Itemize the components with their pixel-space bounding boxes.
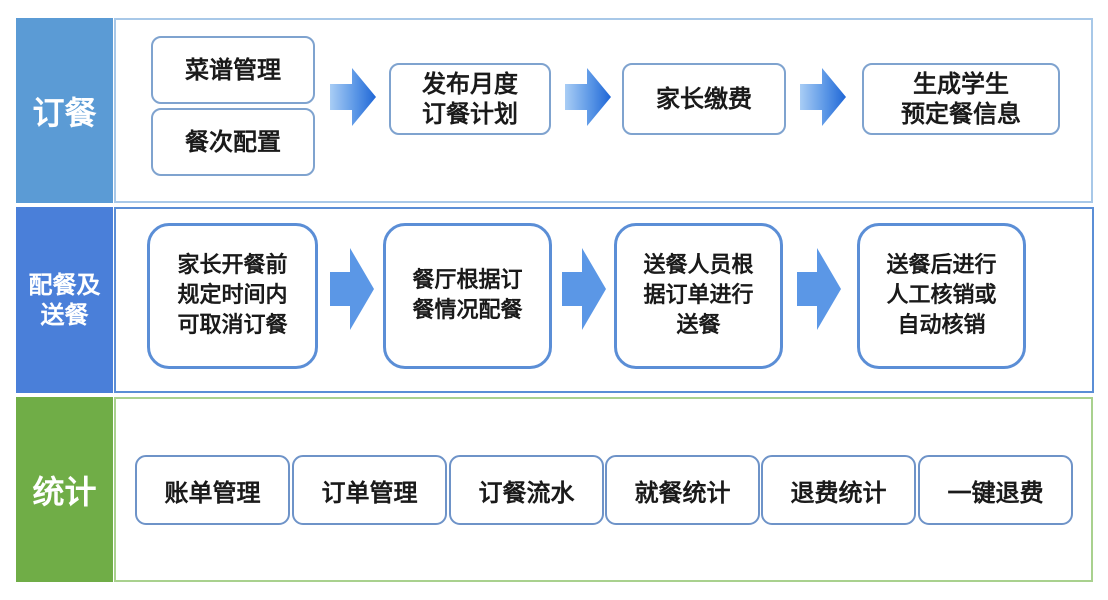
stats-item-label: 账单管理 (164, 478, 261, 507)
courier-delivery-line-2: 据订单进行 (643, 283, 754, 308)
stats-item-order-flow[interactable]: 订餐流水 (449, 455, 604, 525)
flow-arrow-icon (797, 248, 841, 330)
cancel-meal-line-3: 可取消订餐 (177, 313, 288, 338)
order-band-label: 订餐 (16, 18, 113, 203)
stats-item-label: 订单管理 (321, 478, 418, 507)
stats-item-label: 退费统计 (790, 478, 887, 507)
delivery-band-title-line-1: 配餐及 (28, 271, 101, 299)
stats-item-one-click-refund[interactable]: 一键退费 (918, 455, 1073, 525)
stats-item-bill-management[interactable]: 账单管理 (135, 455, 290, 525)
flow-arrow-icon (330, 68, 376, 126)
meal-config-label: 餐次配置 (185, 128, 281, 156)
generate-booking-line-2: 预定餐信息 (901, 100, 1021, 128)
canteen-prepare-line-2: 餐情况配餐 (412, 298, 523, 323)
stats-item-dining-stats[interactable]: 就餐统计 (605, 455, 760, 525)
cancel-meal-box: 家长开餐前 规定时间内 可取消订餐 (147, 223, 318, 369)
delivery-band-content (114, 207, 1094, 393)
publish-plan-line-2: 订餐计划 (422, 100, 518, 128)
courier-delivery-box: 送餐人员根 据订单进行 送餐 (614, 223, 783, 369)
flow-arrow-icon (565, 68, 611, 126)
cancel-meal-line-1: 家长开餐前 (177, 253, 288, 278)
generate-student-booking-box: 生成学生 预定餐信息 (862, 63, 1060, 135)
menu-management-label: 菜谱管理 (185, 56, 281, 84)
order-band-content (114, 18, 1093, 203)
menu-management-box: 菜谱管理 (151, 36, 315, 104)
verification-line-1: 送餐后进行 (886, 253, 997, 278)
courier-delivery-line-1: 送餐人员根 (643, 253, 754, 278)
cancel-meal-line-2: 规定时间内 (177, 283, 288, 308)
stats-item-order-management[interactable]: 订单管理 (292, 455, 447, 525)
stats-band-label: 统计 (16, 397, 113, 582)
flow-arrow-icon (800, 68, 846, 126)
verification-line-3: 自动核销 (897, 313, 986, 338)
flow-arrow-icon (330, 248, 374, 330)
stats-item-label: 就餐统计 (634, 478, 731, 507)
stats-band-content (114, 397, 1093, 582)
stats-band-title: 统计 (32, 472, 97, 511)
canteen-prepare-line-1: 餐厅根据订 (412, 268, 523, 293)
parent-payment-label: 家长缴费 (656, 85, 752, 113)
meal-config-box: 餐次配置 (151, 108, 315, 176)
stats-item-label: 订餐流水 (478, 478, 575, 507)
stats-item-refund-stats[interactable]: 退费统计 (761, 455, 916, 525)
publish-monthly-plan-box: 发布月度 订餐计划 (389, 63, 551, 135)
flow-arrow-icon (562, 248, 606, 330)
parent-payment-box: 家长缴费 (622, 63, 786, 135)
courier-delivery-line-3: 送餐 (676, 313, 721, 338)
generate-booking-line-1: 生成学生 (913, 70, 1009, 98)
delivery-band-label: 配餐及 送餐 (16, 207, 113, 393)
canteen-prepare-box: 餐厅根据订 餐情况配餐 (383, 223, 552, 369)
delivery-band-title-line-2: 送餐 (40, 301, 89, 329)
verification-box: 送餐后进行 人工核销或 自动核销 (857, 223, 1026, 369)
verification-line-2: 人工核销或 (886, 283, 997, 308)
order-band-title: 订餐 (32, 93, 97, 132)
publish-plan-line-1: 发布月度 (422, 70, 518, 98)
stats-item-label: 一键退费 (947, 478, 1044, 507)
